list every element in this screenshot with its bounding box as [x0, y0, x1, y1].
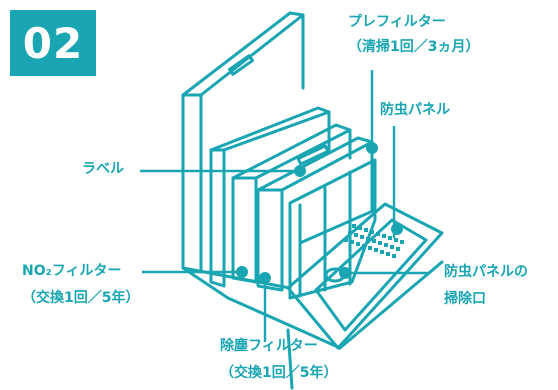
- base-tray: [286, 202, 444, 350]
- panel-2: [209, 148, 226, 288]
- mesh-cell: [344, 238, 348, 242]
- mesh-cell: [352, 224, 356, 228]
- mesh-cell: [366, 237, 370, 241]
- leader-lines: [140, 70, 430, 342]
- mesh-cell: [384, 243, 388, 247]
- mesh-cell: [368, 246, 372, 250]
- mesh-cell: [392, 254, 396, 258]
- mesh-cell: [400, 240, 404, 244]
- mesh-cell: [358, 226, 362, 230]
- mesh-cell: [382, 234, 386, 238]
- mesh-cell: [360, 235, 364, 239]
- label-label: ラベル: [82, 161, 124, 177]
- mesh-cell: [354, 233, 358, 237]
- mesh-cell: [376, 232, 380, 236]
- dot-insect-panel: [391, 223, 403, 235]
- mesh-cell: [386, 252, 390, 256]
- mesh-cell: [348, 231, 352, 235]
- rear-panel-top: [181, 11, 305, 97]
- mesh-cell: [374, 248, 378, 252]
- dot-dust: [259, 272, 271, 284]
- base-tray-line: [286, 328, 294, 390]
- mesh-cell: [356, 242, 360, 246]
- panel-2-top: [209, 106, 331, 152]
- mesh-cell: [390, 245, 394, 249]
- rear-panel-handle: [227, 54, 255, 76]
- mesh-cell: [370, 230, 374, 234]
- label-insect-panel-opening: 防虫パネルの 掃除口: [444, 264, 528, 307]
- label-insect-panel: 防虫パネル: [380, 102, 450, 118]
- dust-filter-grid: [298, 208, 377, 245]
- panel-4: [256, 188, 284, 292]
- insect-mesh: [344, 224, 404, 258]
- panel-4-top: [256, 136, 374, 192]
- base-tray-line: [338, 260, 444, 350]
- mesh-cell: [364, 228, 368, 232]
- label-plate: [296, 144, 330, 166]
- mesh-cell: [362, 244, 366, 248]
- step-number-badge: 02: [10, 10, 96, 76]
- label-dust-filter: 除塵フィルター （交換1回／5年）: [220, 338, 338, 381]
- panel-3-top: [231, 123, 352, 180]
- mesh-cell: [388, 236, 392, 240]
- dot-label: [294, 165, 306, 177]
- dot-no2: [236, 266, 248, 278]
- mesh-cell: [380, 250, 384, 254]
- mesh-cell: [378, 241, 382, 245]
- panel-3: [231, 176, 258, 284]
- mesh-cell: [350, 240, 354, 244]
- dust-filter-frame: [288, 158, 377, 300]
- dot-prefilter: [366, 142, 378, 154]
- filter-outline: [181, 11, 444, 390]
- callout-dots: [236, 142, 403, 284]
- mesh-cell: [372, 239, 376, 243]
- mesh-cell: [396, 247, 400, 251]
- label-prefilter: プレフィルター （清掃1回／3ヵ月）: [348, 14, 480, 55]
- rear-panel-front: [181, 93, 203, 274]
- mesh-cell: [394, 238, 398, 242]
- dot-opening: [339, 267, 351, 279]
- label-no2-filter: NO₂フィルター （交換1回／5年）: [22, 263, 140, 306]
